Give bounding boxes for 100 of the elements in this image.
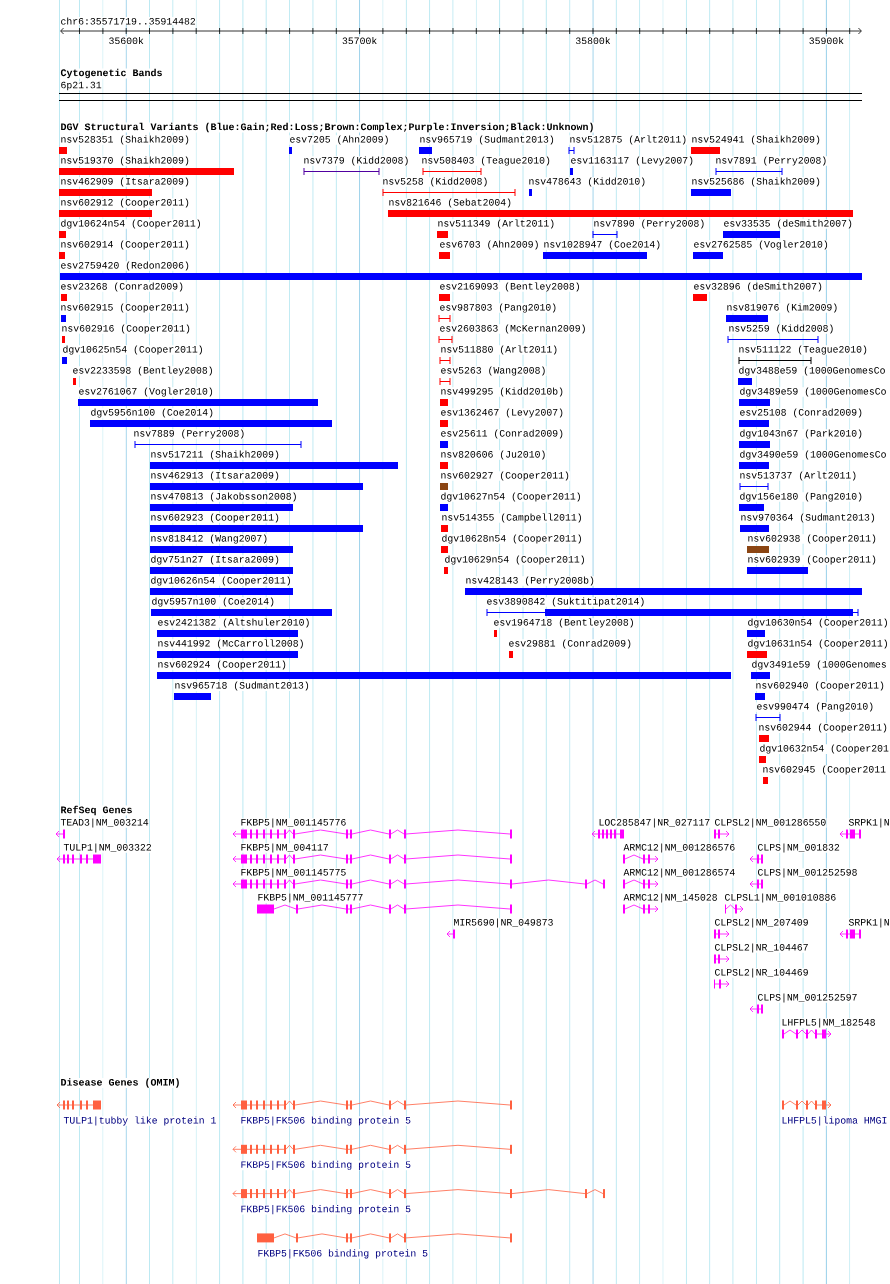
variant-label: nsv7379 (Kidd2008) (303, 156, 410, 166)
variant-label: dgv10627n54 (Cooper2011) (440, 492, 582, 502)
variant-label: nsv965719 (Sudmant2013) (419, 135, 556, 145)
variant-label: nsv602940 (Cooper2011) (755, 681, 886, 691)
gene-label: CLPSL1|NM_001010886 (724, 893, 837, 903)
variant-label: esv23268 (Conrad2009) (60, 282, 185, 292)
variant-label: nsv821646 (Sebat2004) (388, 198, 513, 208)
variant-label: esv25108 (Conrad2009) (739, 408, 864, 418)
variant-label: dgv3489e59 (1000GenomesCo (739, 387, 887, 397)
track-title: Cytogenetic Bands (60, 68, 163, 79)
variant-label: esv2759420 (Redon2006) (60, 261, 191, 271)
variant-label: dgv10630n54 (Cooper2011) (747, 618, 889, 628)
gene-label: CLPSL2|NR_104469 (714, 968, 809, 978)
variant-label: nsv428143 (Perry2008b) (465, 576, 596, 586)
track-title: RefSeq Genes (60, 805, 133, 816)
gene-label: CLPS|NM_001252597 (757, 993, 858, 1003)
variant-label: nsv517211 (Shaikh2009) (150, 450, 281, 460)
variant-label: dgv10629n54 (Cooper2011) (444, 555, 586, 565)
variant-label: nsv7889 (Perry2008) (133, 429, 246, 439)
variant-label: dgv10626n54 (Cooper2011) (150, 576, 292, 586)
variant-label: dgv10631n54 (Cooper2011) (747, 639, 889, 649)
variant-label: esv32896 (deSmith2007) (693, 282, 824, 292)
gene-label: LHFPL5|lipoma HMGI (781, 1116, 888, 1126)
variant-label: nsv511880 (Arlt2011) (440, 345, 559, 355)
variant-label: dgv10624n54 (Cooper2011) (60, 219, 202, 229)
tick-label: 35900k (808, 36, 845, 45)
variant-label: nsv462909 (Itsara2009) (60, 177, 191, 187)
variant-label: dgv156e180 (Pang2010) (739, 492, 864, 502)
variant-label: nsv462913 (Itsara2009) (150, 471, 281, 481)
variant-label: nsv511122 (Teague2010) (738, 345, 869, 355)
tick-label: 35800k (575, 36, 611, 45)
variant-label: dgv751n27 (Itsara2009) (150, 555, 281, 565)
gene-label: FKBP5|NM_001145775 (240, 868, 347, 878)
variant-label: nsv602938 (Cooper2011) (747, 534, 878, 544)
variant-label: esv2762585 (Vogler2010) (693, 240, 830, 250)
gene-label: CLPSL2|NM_001286550 (714, 818, 827, 828)
variant-label: dgv5957n100 (Coe2014) (151, 597, 276, 607)
variant-label: nsv965718 (Sudmant2013) (174, 681, 311, 691)
gene-label: ARMC12|NM_001286576 (623, 843, 736, 853)
variant-label: nsv514355 (Campbell2011) (441, 513, 583, 523)
band-label: 6p21.31 (60, 81, 102, 91)
variant-label: nsv602939 (Cooper2011) (747, 555, 878, 565)
coordinate-label: chr6:35571719..35914482 (60, 17, 197, 25)
gene-label: FKBP5|NM_001145776 (240, 818, 347, 828)
variant-label: nsv602945 (Cooper2011 (762, 765, 887, 775)
variant-label: nsv820606 (Ju2010) (440, 450, 547, 460)
gene-label: FKBP5|FK506 binding protein 5 (240, 1116, 412, 1126)
tick-label: 35700k (341, 36, 378, 45)
variant-label: nsv512875 (Arlt2011) (569, 135, 688, 145)
variant-label: dgv10628n54 (Cooper2011) (441, 534, 583, 544)
variant-label: nsv525686 (Shaikh2009) (691, 177, 822, 187)
variant-label: nsv602915 (Cooper2011) (60, 303, 191, 313)
variant-label: nsv602944 (Cooper2011) (758, 723, 889, 733)
variant-label: esv1964718 (Bentley2008) (493, 618, 635, 628)
tick-label: 35600k (108, 36, 145, 45)
variant-label: nsv819076 (Kim2009) (726, 303, 839, 313)
variant-label: dgv10625n54 (Cooper2011) (62, 345, 204, 355)
variant-label: esv6703 (Ahn2009) (439, 240, 540, 250)
gene-label: ARMC12|NM_145028 (623, 893, 718, 903)
variant-label: esv2603863 (McKernan2009) (439, 324, 587, 334)
gene-label: TULP1|NM_003322 (63, 843, 152, 853)
variant-label: nsv513737 (Arlt2011) (739, 471, 858, 481)
variant-label: esv987803 (Pang2010) (439, 303, 558, 313)
variant-label: nsv1028947 (Coe2014) (543, 240, 662, 250)
variant-label: esv2421382 (Altshuler2010) (157, 618, 311, 628)
variant-label: esv990474 (Pang2010) (756, 702, 875, 712)
variant-label: nsv970364 (Sudmant2013) (740, 513, 877, 523)
variant-label: nsv519370 (Shaikh2009) (60, 156, 191, 166)
variant-label: esv3890842 (Suktitipat2014) (486, 597, 646, 607)
variant-label: esv7205 (Ahn2009) (289, 135, 390, 145)
variant-label: nsv528351 (Shaikh2009) (60, 135, 191, 145)
track-title: DGV Structural Variants (Blue:Gain;Red:Loss;Brown:Complex;Purple:Inversion;Black:Unknown) (60, 122, 595, 133)
variant-label: esv2169093 (Bentley2008) (439, 282, 581, 292)
variant-label: nsv5259 (Kidd2008) (728, 324, 835, 334)
variant-label: nsv499295 (Kidd2010b) (440, 387, 565, 397)
variant-label: nsv5258 (Kidd2008) (382, 177, 489, 187)
variant-label: dgv5956n100 (Coe2014) (90, 408, 215, 418)
variant-label: dgv3490e59 (1000GenomesCo (739, 450, 887, 460)
gene-label: SRPK1|N (848, 818, 890, 828)
variant-label: esv1163117 (Levy2007) (570, 156, 695, 166)
gene-label: FKBP5|FK506 binding protein 5 (257, 1249, 429, 1259)
variant-label: nsv602914 (Cooper2011) (60, 240, 191, 250)
gene-label: LHFPL5|NM_182548 (781, 1018, 876, 1028)
variant-label: esv2761067 (Vogler2010) (78, 387, 215, 397)
gene-label: CLPS|NM_001832 (757, 843, 841, 853)
variant-label: nsv7891 (Perry2008) (715, 156, 828, 166)
gene-label: LOC285847|NR_027117 (598, 818, 711, 828)
gene-label: ARMC12|NM_001286574 (623, 868, 736, 878)
gene-label: TULP1|tubby like protein 1 (63, 1116, 217, 1126)
gene-label: FKBP5|NM_004117 (240, 843, 329, 853)
variant-label: dgv3488e59 (1000GenomesCo (738, 366, 886, 376)
variant-label: nsv602927 (Cooper2011) (440, 471, 571, 481)
gene-label: CLPSL2|NM_207409 (714, 918, 809, 928)
variant-label: esv2233598 (Bentley2008) (72, 366, 214, 376)
gene-label: TEAD3|NM_003214 (60, 818, 149, 828)
variant-label: nsv818412 (Wang2007) (150, 534, 269, 544)
variant-label: nsv508403 (Teague2010) (421, 156, 552, 166)
variant-label: nsv602924 (Cooper2011) (157, 660, 288, 670)
variant-label: esv33535 (deSmith2007) (723, 219, 854, 229)
gene-label: FKBP5|FK506 binding protein 5 (240, 1160, 412, 1171)
